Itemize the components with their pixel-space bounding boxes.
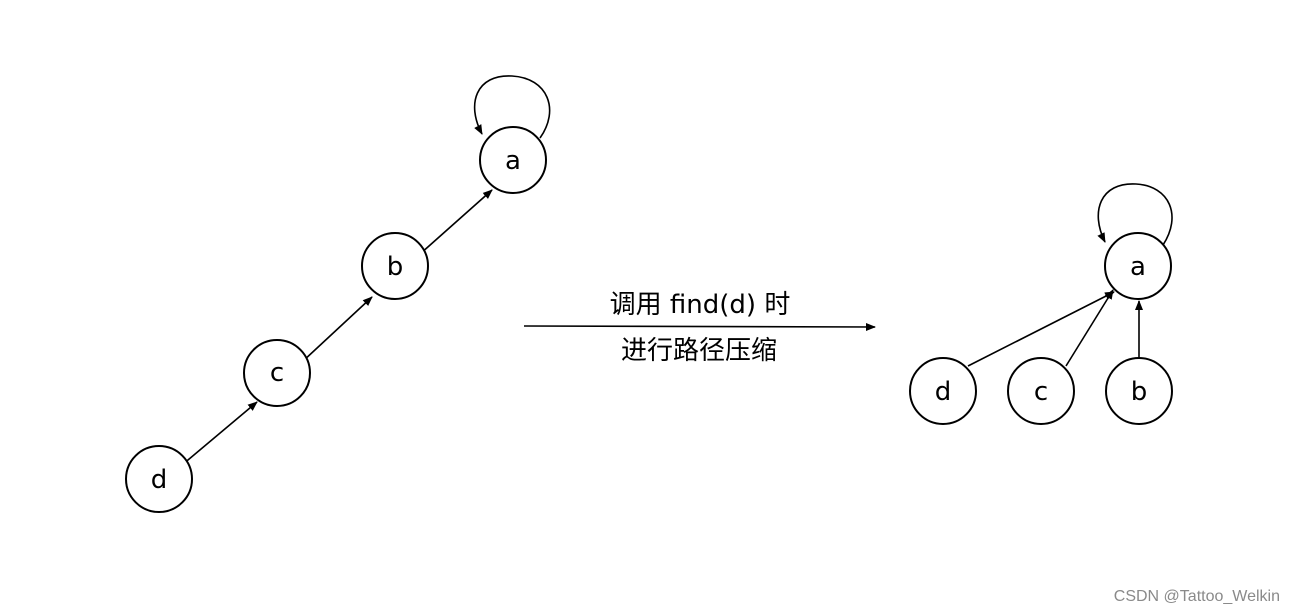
transition: 调用 find(d) 时 进行路径压缩	[523, 290, 876, 366]
self-loop-after-a	[1097, 183, 1173, 246]
edge-d-to-c	[181, 401, 258, 466]
node-label-after-a: a	[1130, 252, 1146, 282]
node-label-after-b: b	[1131, 377, 1148, 407]
watermark-text: CSDN @Tattoo_Welkin	[1114, 588, 1280, 605]
node-after-c: c	[1007, 357, 1075, 425]
node-after-b: b	[1105, 357, 1173, 425]
node-label-a: a	[505, 146, 521, 176]
self-loop-a	[473, 75, 551, 139]
transition-caption-line1: 调用 find(d) 时	[610, 290, 791, 320]
edge-c-to-b	[301, 296, 373, 363]
node-after-a: a	[1104, 232, 1172, 300]
node-label-b: b	[387, 252, 404, 282]
node-a: a	[479, 126, 547, 194]
node-after-d: d	[909, 357, 977, 425]
before-tree: a b c d	[125, 75, 551, 513]
node-label-c: c	[270, 358, 284, 388]
node-label-d: d	[151, 465, 168, 495]
after-tree: a d c b	[909, 183, 1173, 425]
edge-after-c-to-a	[1065, 289, 1114, 367]
transition-arrow	[523, 322, 876, 331]
transition-caption-line2: 进行路径压缩	[621, 336, 777, 366]
node-c: c	[243, 339, 311, 407]
node-label-after-c: c	[1034, 377, 1048, 407]
edge-after-d-to-a	[967, 291, 1115, 367]
node-b: b	[361, 232, 429, 300]
node-d: d	[125, 445, 193, 513]
node-label-after-d: d	[935, 377, 952, 407]
edge-b-to-a	[419, 189, 493, 255]
